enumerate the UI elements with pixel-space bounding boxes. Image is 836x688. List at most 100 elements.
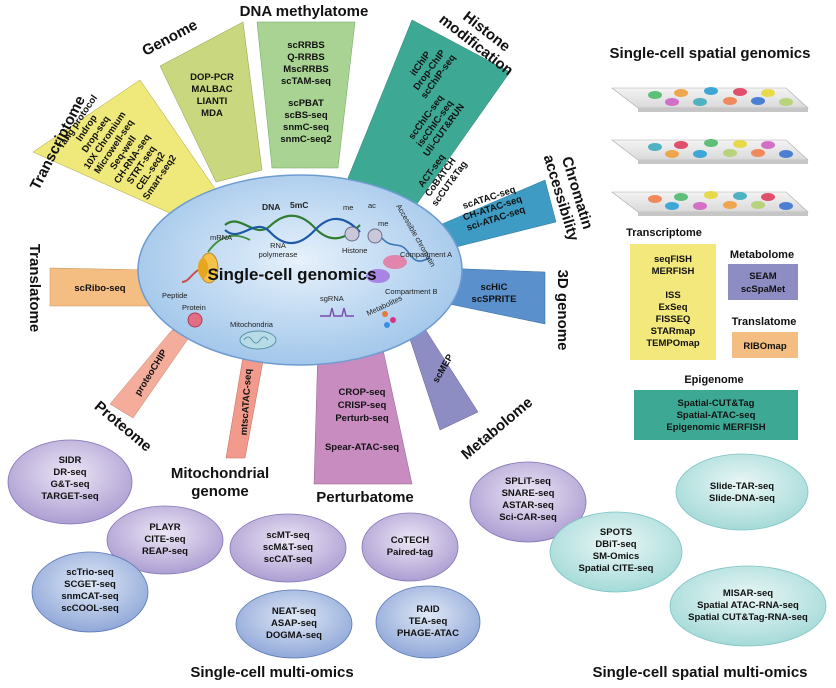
category-title-perturbatome: Perturbatome [316, 489, 414, 506]
method-label: ExSeq [658, 302, 687, 313]
category-title-translatome: Translatome [26, 244, 43, 332]
spatial-multi-omics-oval [549, 511, 683, 593]
method-label: SEAM [749, 271, 777, 282]
spatial-multi-omics-title: Single-cell spatial multi-omics [592, 664, 807, 681]
method-label: snmCAT-seq [61, 591, 119, 602]
label-rna-pol-1: RNA [270, 241, 286, 250]
method-label: MISAR-seq [723, 588, 773, 599]
dna-strand [224, 214, 361, 240]
method-label: STARmap [651, 326, 696, 337]
spatial-multi-omics-oval [675, 453, 809, 531]
dna-strand [224, 217, 361, 245]
method-label: Slide-DNA-seq [709, 493, 775, 504]
category-title-mito-2: genome [191, 483, 249, 500]
label-me2: me [378, 219, 388, 228]
method-label: SNARE-seq [502, 488, 555, 499]
method-label: TARGET-seq [41, 491, 99, 502]
method-label: Spatial-CUT&Tag [678, 398, 755, 409]
spatial-genomics-title: Single-cell spatial genomics [610, 45, 811, 62]
method-label: DBiT-seq [595, 539, 636, 550]
peptide-chain [181, 269, 199, 283]
category-title-3d-genome: 3D genome [554, 270, 571, 351]
method-label: MERFISH [652, 266, 695, 277]
method-label: scRibo-seq [74, 283, 125, 294]
multi-omics-oval [106, 505, 224, 575]
method-label: Epigenomic MERFISH [666, 422, 765, 433]
histone-icon [344, 226, 360, 242]
method-label: Q-RRBS [287, 52, 324, 63]
method-label: G&T-seq [50, 479, 89, 490]
central-cell: DNA 5mC RNA polymerase mRNA me ac me His… [137, 174, 463, 366]
method-label: seqFISH [654, 254, 692, 265]
method-label: FISSEQ [656, 314, 691, 325]
label-rna-pol-2: polymerase [259, 250, 298, 259]
ray-genome [159, 21, 263, 183]
method-label: TEA-seq [409, 616, 448, 627]
method-label: Spatial CITE-seq [579, 563, 654, 574]
label-ac: ac [368, 201, 376, 210]
method-label: MALBAC [191, 84, 232, 95]
method-label: TEMPOmap [646, 338, 700, 349]
tissue-slide-edge [638, 160, 808, 164]
chromatin-strand [381, 237, 431, 262]
label-sgrna: sgRNA [320, 294, 344, 303]
method-label: ASAP-seq [271, 618, 317, 629]
method-label: Paired-tag [387, 547, 434, 558]
method-label: SIDR [59, 455, 82, 466]
mitochondria-icon [239, 330, 277, 350]
tissue-slide-edge [638, 108, 808, 112]
cell-dots [648, 87, 793, 106]
method-label: scMT-seq [266, 530, 309, 541]
multi-omics-oval [7, 439, 133, 525]
method-label: scCOOL-seq [61, 603, 119, 614]
tissue-slide-edge [638, 212, 808, 216]
spatial-metabolome-box [728, 264, 798, 300]
compartment-b-icon [366, 269, 390, 283]
label-5mc: 5mC [290, 200, 308, 210]
method-label: Slide-TAR-seq [710, 481, 774, 492]
method-label: scSPRITE [472, 294, 517, 305]
spatial-translatome-title: Translatome [732, 316, 797, 328]
method-label: MDA [201, 108, 223, 119]
method-label: SPOTS [600, 527, 632, 538]
method-label: Spear-ATAC-seq [325, 442, 399, 453]
method-label: SPLiT-seq [505, 476, 551, 487]
multi-omics-oval [31, 551, 149, 633]
category-title-mito-1: Mitochondrial [171, 465, 269, 482]
method-label: scRRBS [287, 40, 325, 51]
label-dna: DNA [262, 202, 280, 212]
label-me1: me [343, 203, 353, 212]
cell-dots [648, 139, 793, 158]
histone-icon [367, 228, 383, 244]
method-label: Sci-CAR-seq [499, 512, 557, 523]
protein-icon [187, 312, 203, 328]
method-label: NEAT-seq [272, 606, 316, 617]
method-label: scPBAT [288, 98, 324, 109]
spatial-multi-omics-oval [669, 565, 827, 647]
method-label: DOGMA-seq [266, 630, 322, 641]
mrna-strand [207, 234, 251, 253]
label-mitochondria: Mitochondria [230, 320, 274, 329]
label-compartment-a: Compartment A [400, 250, 452, 259]
method-label: MscRRBS [283, 64, 328, 75]
method-label: Spatial-ATAC-seq [677, 410, 756, 421]
multi-omics-oval [361, 512, 459, 582]
method-label: snmC-seq [283, 122, 329, 133]
multi-omics-section: SIDR DR-seq G&T-seq TARGET-seq PLAYR CIT… [7, 439, 827, 659]
label-histone: Histone [342, 246, 367, 255]
method-label: CRISP-seq [338, 400, 387, 411]
method-label: RAID [416, 604, 439, 615]
spatial-transcriptome-box [630, 244, 716, 360]
multi-omics-title: Single-cell multi-omics [190, 664, 353, 681]
multi-omics-oval [235, 589, 353, 659]
label-protein: Protein [182, 303, 206, 312]
metabolite-icon [390, 317, 396, 323]
method-label: ISS [665, 290, 680, 301]
ray-dna-methylatome [256, 21, 356, 169]
method-label: scCAT-seq [264, 554, 313, 565]
method-label: scHiC [481, 282, 508, 293]
method-label: DOP-PCR [190, 72, 234, 83]
spatial-metabolome-title: Metabolome [730, 249, 794, 261]
method-label: snmC-seq2 [280, 134, 331, 145]
